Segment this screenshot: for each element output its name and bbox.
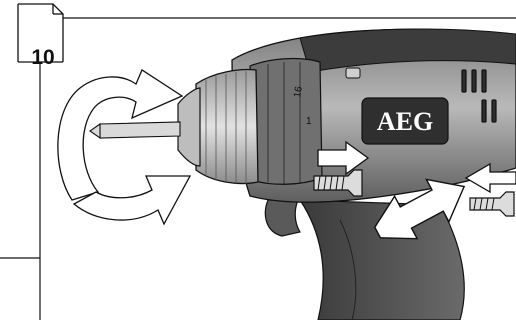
step-number: 10 [26, 46, 60, 70]
screw-right-icon [470, 192, 514, 216]
brand-logo: AEG [377, 107, 433, 136]
collar-marking-1: 1 [306, 116, 312, 127]
drill-trigger [265, 200, 300, 236]
drill-bit [100, 122, 180, 138]
rotation-arrow-icon [58, 70, 190, 224]
